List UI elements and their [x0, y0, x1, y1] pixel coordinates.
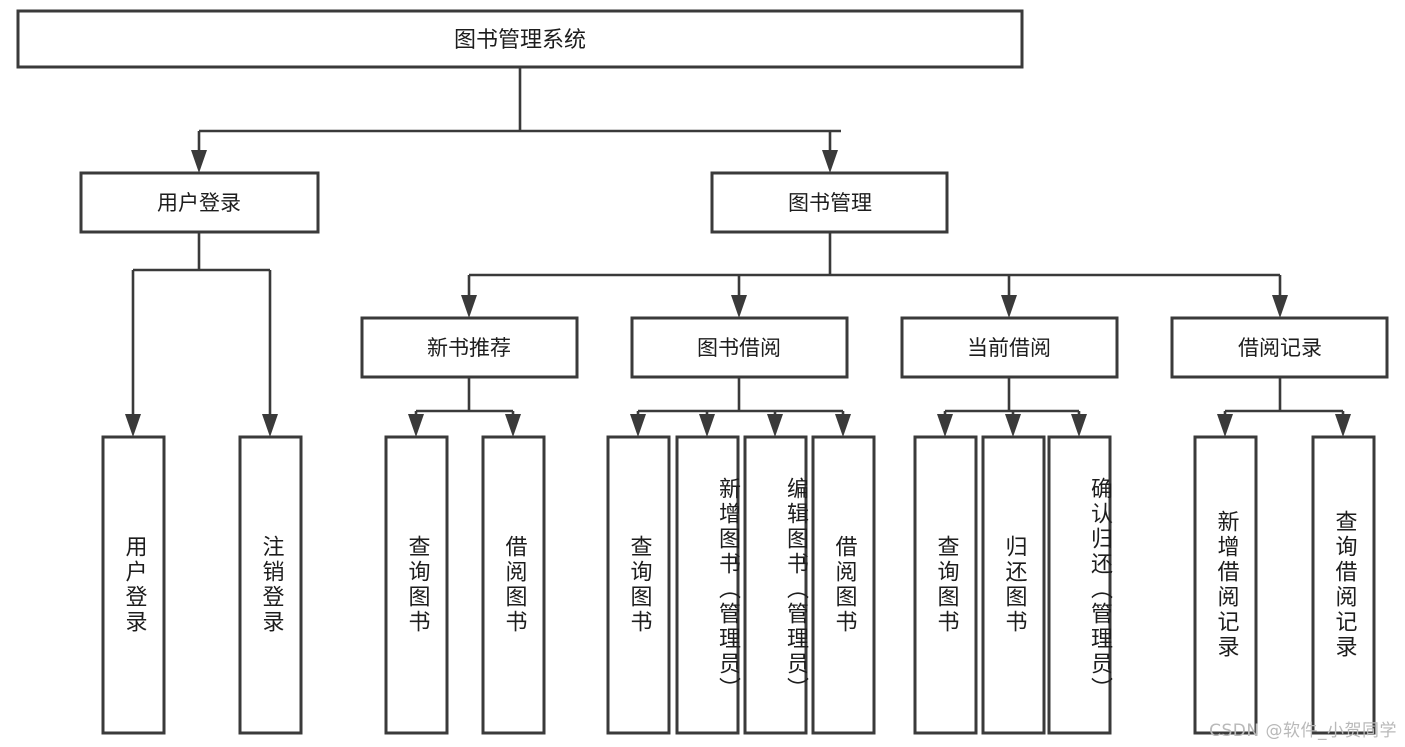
node-leaf-borrow-book-1[interactable]	[481, 435, 546, 735]
node-current-borrow-label: 当前借阅	[967, 336, 1051, 360]
connector-layer	[125, 67, 1351, 437]
arrow-to-book-manage	[822, 150, 838, 173]
node-current-borrow[interactable]	[900, 316, 1119, 379]
node-new-book-rec-label: 新书推荐	[427, 336, 511, 360]
arrow-to-leaf-borrow-book-2	[835, 414, 851, 437]
arrow-to-new-book-rec	[461, 295, 477, 318]
arrow-to-leaf-query-book-3	[937, 414, 953, 437]
node-user-login-label: 用户登录	[157, 191, 241, 215]
node-book-manage[interactable]	[710, 171, 949, 234]
node-leaf-borrow-book-2[interactable]	[811, 435, 876, 735]
arrow-to-leaf-user-login	[125, 414, 141, 437]
node-leaf-query-book-2[interactable]	[606, 435, 671, 735]
node-new-book-rec[interactable]	[360, 316, 579, 379]
arrow-to-book-borrow	[731, 295, 747, 318]
node-leaf-query-record[interactable]	[1311, 435, 1376, 735]
arrow-to-leaf-borrow-book-1	[505, 414, 521, 437]
node-borrow-record[interactable]	[1170, 316, 1389, 379]
node-borrow-record-label: 借阅记录	[1238, 336, 1322, 360]
node-book-manage-label: 图书管理	[788, 191, 872, 215]
arrow-to-leaf-add-book	[699, 414, 715, 437]
node-leaf-query-book-1[interactable]	[384, 435, 449, 735]
arrow-to-leaf-return-book	[1005, 414, 1021, 437]
arrow-to-user-login	[191, 150, 207, 173]
arrow-to-leaf-query-book-1	[408, 414, 424, 437]
arrow-to-borrow-record	[1272, 295, 1288, 318]
node-user-login[interactable]	[79, 171, 320, 234]
arrow-to-leaf-query-book-2	[630, 414, 646, 437]
arrow-to-leaf-add-record	[1217, 414, 1233, 437]
arrow-to-leaf-logout	[262, 414, 278, 437]
node-leaf-return-book[interactable]	[981, 435, 1046, 735]
node-layer: 图书管理系统 用户登录 图书管理 新书推荐 图书借阅 当前借阅 借阅记录	[16, 9, 1389, 735]
node-root-label: 图书管理系统	[454, 28, 586, 53]
arrow-to-leaf-edit-book	[767, 414, 783, 437]
node-leaf-query-book-3[interactable]	[913, 435, 978, 735]
node-leaf-add-record[interactable]	[1193, 435, 1258, 735]
node-leaf-confirm-return[interactable]	[1047, 435, 1112, 735]
node-book-borrow[interactable]	[630, 316, 849, 379]
node-book-borrow-label: 图书借阅	[697, 336, 781, 360]
node-root[interactable]	[16, 9, 1024, 69]
arrow-to-leaf-query-record	[1335, 414, 1351, 437]
node-leaf-edit-book[interactable]	[743, 435, 808, 735]
watermark-text: CSDN @软件_小贺同学	[1209, 721, 1397, 741]
node-leaf-add-book[interactable]	[675, 435, 740, 735]
arrow-to-leaf-confirm-return	[1071, 414, 1087, 437]
arrow-to-current-borrow	[1001, 295, 1017, 318]
node-leaf-user-login[interactable]	[101, 435, 166, 735]
node-leaf-logout[interactable]	[238, 435, 303, 735]
